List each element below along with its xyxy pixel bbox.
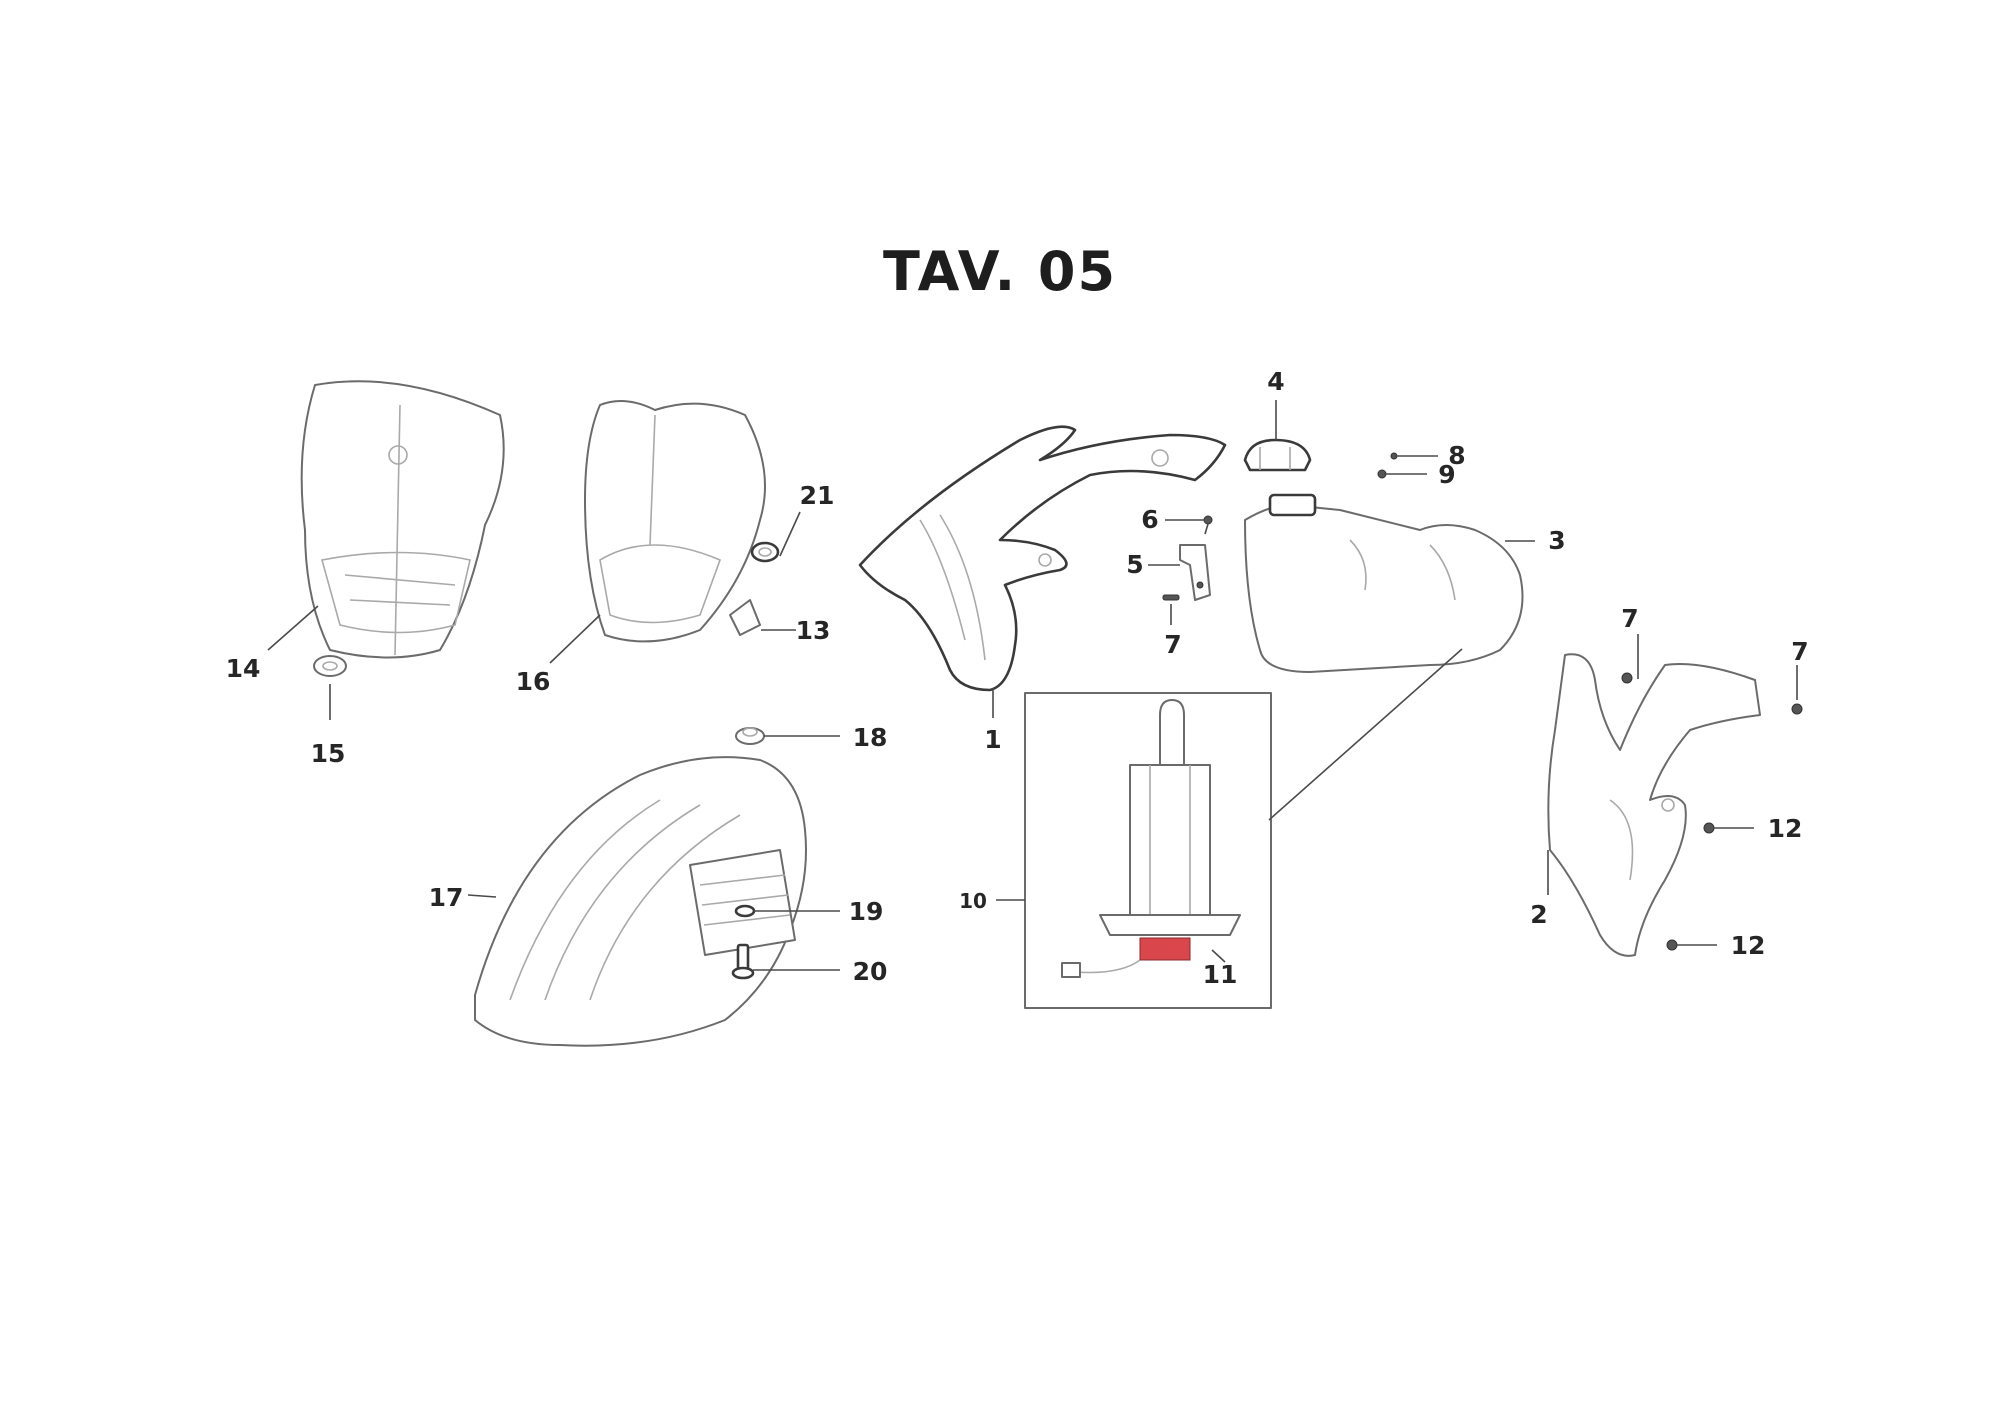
callout-13: 13 [796,616,831,645]
part-19-washer [734,904,756,918]
part-12-bolt-a [1703,822,1715,834]
callout-6: 6 [1141,505,1158,534]
callout-18: 18 [853,723,888,752]
callout-14: 14 [226,654,261,683]
callout-10: 10 [959,889,987,913]
callout-labels: 1 2 3 4 5 6 7 7 7 8 9 10 11 12 12 13 14 … [226,367,1809,989]
callout-15: 15 [311,739,346,768]
part-2-radiator-shroud [1547,653,1761,957]
leader-lines [267,400,1798,971]
part-11-highlight [1139,937,1191,961]
part-21-strap [750,541,780,563]
part-7-screw-c [1791,703,1803,715]
callout-20: 20 [853,957,888,986]
callout-7-b: 7 [1621,604,1638,633]
part-7-screw-b [1621,672,1633,684]
part-20-bolt [731,943,755,980]
callout-12-a: 12 [1768,814,1803,843]
part-16-headlight-mask [584,400,766,643]
part-4-fuel-cap [1243,438,1312,472]
part-17-front-fender [474,756,807,1047]
part-7-screw-a [1162,594,1180,601]
part-10-fuel-pump-box [1024,692,1272,1009]
part-5-bracket [1179,544,1211,601]
callout-4: 4 [1267,367,1284,396]
page-title: TAV. 05 [882,240,1118,303]
callout-7-c: 7 [1791,637,1808,666]
part-3-fuel-tank [1244,493,1524,673]
callout-11: 11 [1203,960,1238,989]
callout-19: 19 [849,897,884,926]
part-14-headlight-mask [300,380,505,659]
callout-3: 3 [1548,526,1565,555]
callout-16: 16 [516,667,551,696]
callout-12-b: 12 [1731,931,1766,960]
callout-8: 8 [1448,441,1465,470]
callout-21: 21 [800,481,835,510]
callout-9: 9 [1438,460,1455,489]
callout-1: 1 [984,725,1001,754]
callout-2: 2 [1530,900,1547,929]
part-13-bracket [729,599,761,636]
part-6-screw [1203,515,1213,535]
callout-17: 17 [429,883,464,912]
part-15-grommet [313,655,347,677]
part-18-nut [735,727,765,745]
callout-5: 5 [1126,550,1143,579]
part-12-bolt-b [1666,939,1678,951]
callout-7-a: 7 [1164,630,1181,659]
part-1-radiator-shroud [858,425,1227,692]
